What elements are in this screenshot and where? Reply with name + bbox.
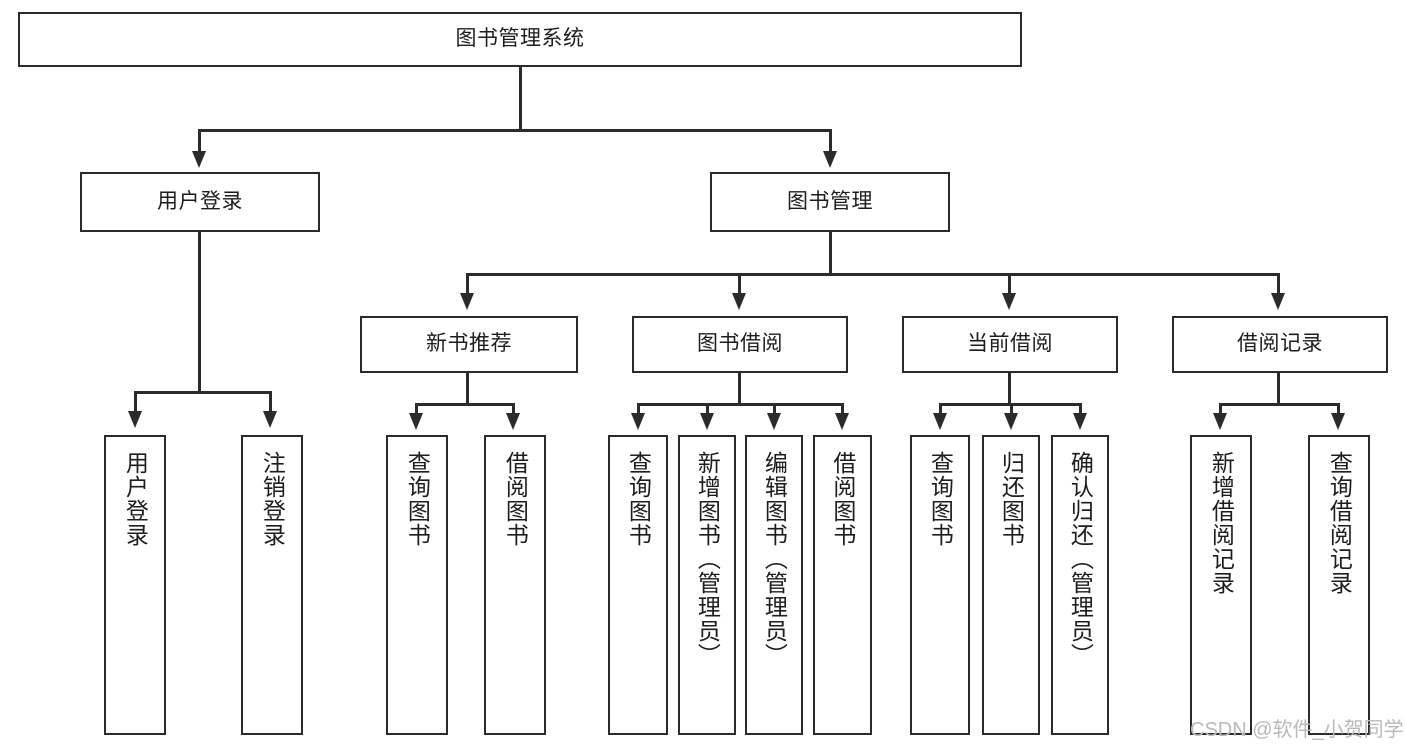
connector-to-new-book-recommend bbox=[466, 273, 469, 295]
node-leaf-add-borrow-record[interactable]: 新增借阅记录 bbox=[1190, 435, 1252, 735]
node-label: 借阅图书 bbox=[502, 451, 529, 547]
node-leaf-query-borrow-record[interactable]: 查询借阅记录 bbox=[1308, 435, 1370, 735]
connector-current-borrow-drop-3 bbox=[1079, 403, 1082, 415]
node-label: 查询借阅记录 bbox=[1326, 451, 1353, 595]
node-label: 归还图书 bbox=[998, 451, 1025, 547]
arrowhead-borrow-record bbox=[1271, 293, 1285, 310]
connector-borrow-record-drop-1 bbox=[1219, 403, 1222, 415]
node-borrow-record[interactable]: 借阅记录 bbox=[1172, 316, 1388, 373]
arrowhead-leaf-confirm-return bbox=[1073, 413, 1087, 430]
arrowhead-leaf-borrow-book-1 bbox=[506, 413, 520, 430]
connector-new-book-drop-1 bbox=[415, 403, 418, 415]
arrowhead-new-book-recommend bbox=[460, 293, 474, 310]
node-label: 编辑图书（管理员） bbox=[761, 451, 788, 667]
connector-current-borrow-drop-2 bbox=[1010, 403, 1013, 415]
node-leaf-add-book[interactable]: 新增图书（管理员） bbox=[678, 435, 736, 735]
arrowhead-leaf-logout-login bbox=[263, 411, 277, 428]
node-label: 新增借阅记录 bbox=[1208, 451, 1235, 595]
arrowhead-leaf-query-book-2 bbox=[631, 413, 645, 430]
arrowhead-leaf-query-book-3 bbox=[933, 413, 947, 430]
node-leaf-query-book-1[interactable]: 查询图书 bbox=[386, 435, 448, 735]
connector-book-borrow-drop-1 bbox=[637, 403, 640, 415]
connector-borrow-record-bus bbox=[1219, 403, 1339, 406]
node-label: 确认归还（管理员） bbox=[1067, 451, 1094, 667]
connector-book-borrow-drop-3 bbox=[773, 403, 776, 415]
node-current-borrow[interactable]: 当前借阅 bbox=[902, 316, 1118, 373]
arrowhead-leaf-add-record bbox=[1213, 413, 1227, 430]
arrowhead-leaf-add-book bbox=[700, 413, 714, 430]
connector-borrow-record-stem bbox=[1277, 373, 1280, 403]
node-book-management[interactable]: 图书管理 bbox=[710, 172, 950, 232]
node-label: 查询图书 bbox=[404, 451, 431, 547]
connector-new-book-drop-2 bbox=[512, 403, 515, 415]
node-leaf-edit-book[interactable]: 编辑图书（管理员） bbox=[745, 435, 803, 735]
connector-book-borrow-drop-4 bbox=[841, 403, 844, 415]
arrowhead-book-borrow bbox=[732, 293, 746, 310]
connector-user-login-stem bbox=[198, 232, 201, 391]
node-label: 图书管理 bbox=[787, 189, 873, 213]
connector-book-borrow-bus bbox=[637, 403, 843, 406]
node-leaf-borrow-book-2[interactable]: 借阅图书 bbox=[813, 435, 872, 735]
node-leaf-query-book-3[interactable]: 查询图书 bbox=[910, 435, 970, 735]
arrowhead-user-login bbox=[192, 151, 206, 168]
node-leaf-logout-login[interactable]: 注销登录 bbox=[241, 435, 303, 735]
node-label: 用户登录 bbox=[157, 189, 243, 213]
node-label: 查询图书 bbox=[927, 451, 954, 547]
node-label: 当前借阅 bbox=[967, 332, 1053, 356]
arrowhead-book-manage bbox=[823, 151, 837, 168]
arrowhead-leaf-user-login bbox=[128, 411, 142, 428]
node-label: 查询图书 bbox=[625, 451, 652, 547]
connector-current-borrow-drop-1 bbox=[939, 403, 942, 415]
node-label: 新书推荐 bbox=[426, 332, 512, 356]
node-label: 图书借阅 bbox=[697, 332, 783, 356]
node-user-login[interactable]: 用户登录 bbox=[80, 172, 320, 232]
node-leaf-borrow-book-1[interactable]: 借阅图书 bbox=[484, 435, 546, 735]
node-root-book-management-system[interactable]: 图书管理系统 bbox=[18, 12, 1022, 67]
arrowhead-leaf-borrow-book-2 bbox=[835, 413, 849, 430]
node-label: 借阅记录 bbox=[1237, 332, 1323, 356]
connector-to-book-borrow bbox=[738, 273, 741, 295]
connector-book-manage-stem bbox=[829, 232, 832, 273]
connector-book-borrow-drop-2 bbox=[706, 403, 709, 415]
connector-current-borrow-stem bbox=[1008, 373, 1011, 403]
arrowhead-leaf-edit-book bbox=[767, 413, 781, 430]
node-label: 用户登录 bbox=[122, 451, 149, 547]
connector-user-login-drop-1 bbox=[134, 391, 137, 413]
node-label: 注销登录 bbox=[259, 451, 286, 547]
arrowhead-current-borrow bbox=[1002, 293, 1016, 310]
connector-user-login-bus bbox=[134, 391, 272, 394]
arrowhead-leaf-query-book-1 bbox=[409, 413, 423, 430]
node-book-borrow[interactable]: 图书借阅 bbox=[632, 316, 848, 373]
node-leaf-user-login[interactable]: 用户登录 bbox=[104, 435, 166, 735]
node-label: 借阅图书 bbox=[829, 451, 856, 547]
connector-book-borrow-stem bbox=[738, 373, 741, 403]
node-label: 新增图书（管理员） bbox=[694, 451, 721, 667]
node-label: 图书管理系统 bbox=[455, 27, 585, 51]
connector-borrow-record-drop-2 bbox=[1337, 403, 1340, 415]
node-leaf-query-book-2[interactable]: 查询图书 bbox=[608, 435, 668, 735]
connector-root-to-book-manage bbox=[829, 129, 832, 153]
connector-root-stem bbox=[519, 67, 522, 129]
connector-new-book-stem bbox=[466, 373, 469, 403]
connector-to-borrow-record bbox=[1277, 273, 1280, 295]
connector-root-to-user-login bbox=[198, 129, 201, 153]
connector-root-bus bbox=[198, 129, 832, 132]
connector-new-book-bus bbox=[415, 403, 515, 406]
connector-to-current-borrow bbox=[1008, 273, 1011, 295]
connector-user-login-drop-2 bbox=[269, 391, 272, 413]
arrowhead-leaf-query-record bbox=[1331, 413, 1345, 430]
node-new-book-recommend[interactable]: 新书推荐 bbox=[360, 316, 578, 373]
node-leaf-return-book[interactable]: 归还图书 bbox=[982, 435, 1040, 735]
connector-book-manage-bus bbox=[466, 273, 1280, 276]
node-leaf-confirm-return[interactable]: 确认归还（管理员） bbox=[1051, 435, 1109, 735]
arrowhead-leaf-return-book bbox=[1004, 413, 1018, 430]
